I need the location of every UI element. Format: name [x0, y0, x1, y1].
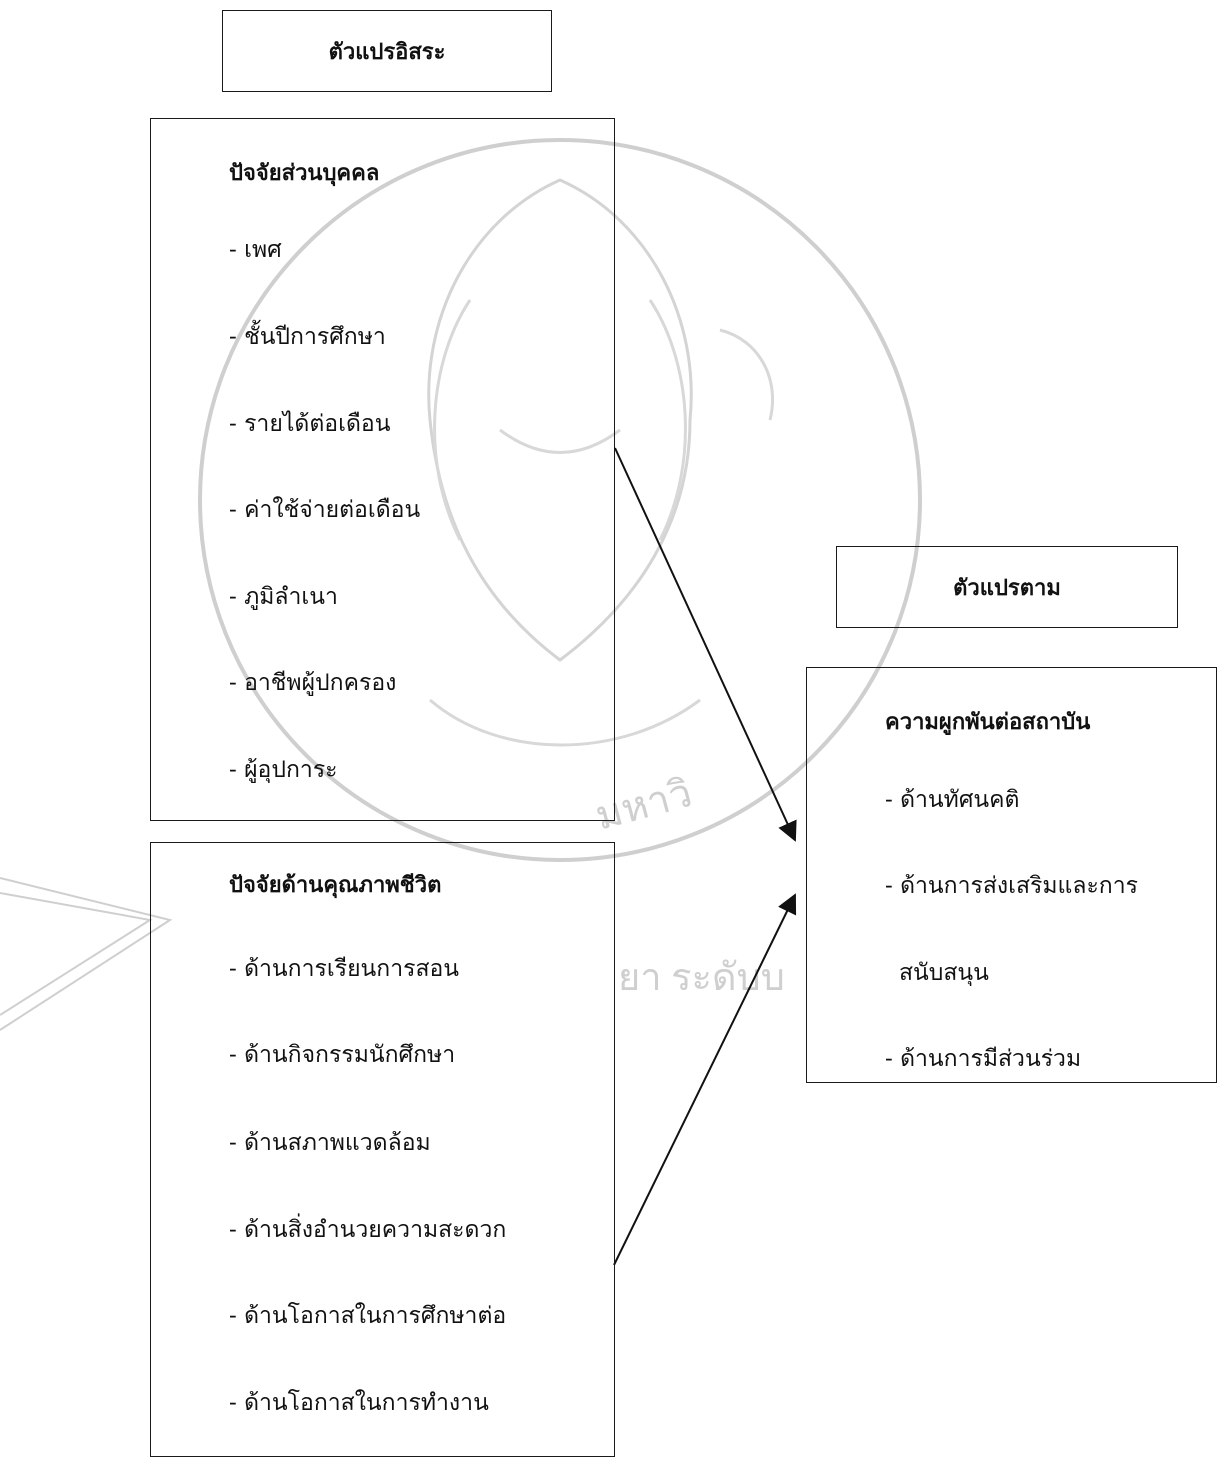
list-item: - ด้านโอกาสในการทำงาน [229, 1390, 489, 1416]
list-item: - ด้านทัศนคติ [885, 787, 1020, 813]
watermark-text-bottom: ยา ระดับบ [618, 957, 785, 999]
list-item: - ชั้นปีการศึกษา [229, 324, 386, 350]
list-item: - ด้านการส่งเสริมและการ [885, 873, 1138, 899]
dependent-variables-header-box: ตัวแปรตาม [836, 546, 1178, 628]
arrow-personal-to-commitment [614, 447, 797, 842]
list-item: - เพศ [229, 237, 282, 263]
independent-variables-label: ตัวแปรอิสระ [328, 38, 446, 65]
list-item: - ด้านสภาพแวดล้อม [229, 1130, 431, 1156]
list-item: - ด้านโอกาสในการศึกษาต่อ [229, 1303, 507, 1329]
personal-factors-box: ปัจจัยส่วนบุคคล - เพศ - ชั้นปีการศึกษา -… [150, 118, 615, 821]
independent-variables-header-box: ตัวแปรอิสระ [222, 10, 552, 92]
list-item: - ภูมิลำเนา [229, 584, 338, 610]
dependent-variables-label: ตัวแปรตาม [953, 574, 1061, 601]
list-item: - ด้านการมีส่วนร่วม [885, 1046, 1082, 1072]
list-item: - ด้านกิจกรรมนักศึกษา [229, 1042, 456, 1068]
watermark-seal-icon [198, 138, 922, 862]
list-item-continued: สนับสนุน [899, 960, 989, 986]
list-item: - ค่าใช้จ่ายต่อเดือน [229, 497, 421, 523]
list-item: - ผู้อุปการะ [229, 757, 338, 783]
arrow-quality-to-commitment [613, 893, 797, 1266]
institutional-commitment-box: ความผูกพันต่อสถาบัน - ด้านทัศนคติ - ด้าน… [806, 667, 1217, 1083]
personal-factors-title: ปัจจัยส่วนบุคคล [229, 160, 380, 186]
list-item: - อาชีพผู้ปกครอง [229, 670, 397, 696]
quality-of-life-title: ปัจจัยด้านคุณภาพชีวิต [229, 872, 442, 898]
institutional-commitment-title: ความผูกพันต่อสถาบัน [885, 709, 1091, 735]
list-item: - ด้านสิ่งอำนวยความสะดวก [229, 1217, 507, 1243]
list-item: - ด้านการเรียนการสอน [229, 956, 460, 982]
quality-of-life-box: ปัจจัยด้านคุณภาพชีวิต - ด้านการเรียนการส… [150, 842, 615, 1457]
list-item: - รายได้ต่อเดือน [229, 411, 391, 437]
